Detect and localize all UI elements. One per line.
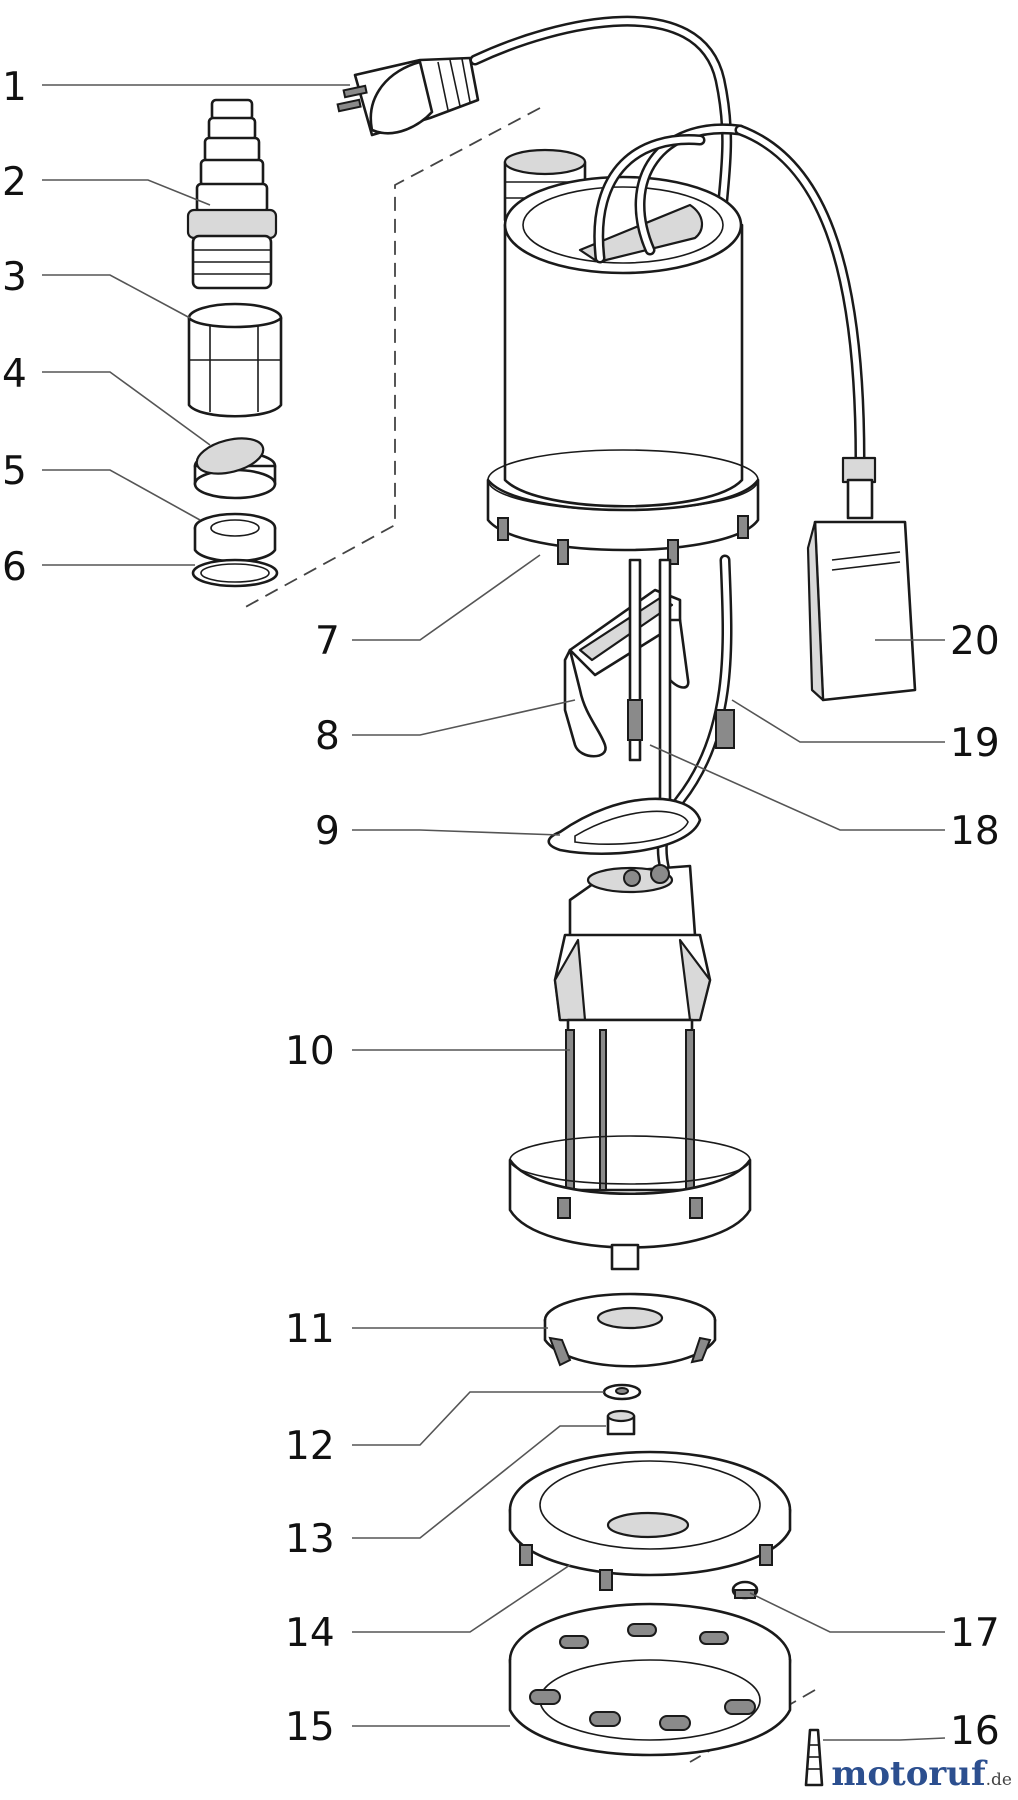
hose-connector bbox=[186, 98, 278, 290]
part-label-3: 3 bbox=[2, 255, 27, 300]
part-label-10: 10 bbox=[285, 1029, 335, 1074]
part-label-17: 17 bbox=[950, 1611, 1000, 1656]
part-label-1: 1 bbox=[2, 65, 27, 110]
part-label-11: 11 bbox=[285, 1307, 335, 1352]
part-label-15: 15 bbox=[285, 1705, 335, 1750]
part-label-4: 4 bbox=[2, 352, 27, 397]
leader-lines bbox=[42, 84, 946, 1741]
nut bbox=[606, 1409, 636, 1436]
part-label-2: 2 bbox=[2, 160, 27, 205]
seal-ring bbox=[193, 512, 277, 563]
part-label-8: 8 bbox=[315, 714, 340, 759]
part-label-9: 9 bbox=[315, 809, 340, 854]
plug bbox=[336, 56, 480, 137]
part-label-6: 6 bbox=[2, 545, 27, 590]
part-label-16: 16 bbox=[950, 1709, 1000, 1754]
float-switch-cable bbox=[734, 124, 866, 466]
watermark-brand: motoruf bbox=[831, 1754, 986, 1794]
part-labels: 1 2 3 4 5 6 7 8 9 10 11 12 13 14 15 16 1… bbox=[2, 65, 1000, 1754]
o-ring bbox=[191, 558, 279, 588]
base-plate bbox=[508, 1450, 792, 1591]
power-cable bbox=[469, 15, 733, 256]
part-label-12: 12 bbox=[285, 1424, 335, 1469]
float-switch bbox=[806, 456, 917, 702]
watermark-tld: .de bbox=[985, 1770, 1012, 1790]
screw-cap bbox=[731, 1580, 759, 1600]
impeller bbox=[543, 1292, 717, 1368]
pump-motor-body bbox=[508, 864, 752, 1271]
check-valve bbox=[193, 437, 277, 500]
part-label-7: 7 bbox=[315, 619, 340, 664]
pump-top-housing bbox=[486, 123, 760, 565]
part-label-19: 19 bbox=[950, 721, 1000, 766]
union-nut bbox=[187, 302, 283, 418]
watermark: motoruf.de bbox=[831, 1754, 1012, 1794]
part-label-13: 13 bbox=[285, 1517, 335, 1562]
strainer-base bbox=[508, 1602, 792, 1757]
washer bbox=[602, 1383, 642, 1401]
part-label-20: 20 bbox=[950, 619, 1000, 664]
part-label-5: 5 bbox=[2, 449, 27, 494]
part-label-18: 18 bbox=[950, 809, 1000, 854]
part-label-14: 14 bbox=[285, 1611, 335, 1656]
screw bbox=[804, 1728, 824, 1787]
gasket bbox=[547, 797, 702, 856]
